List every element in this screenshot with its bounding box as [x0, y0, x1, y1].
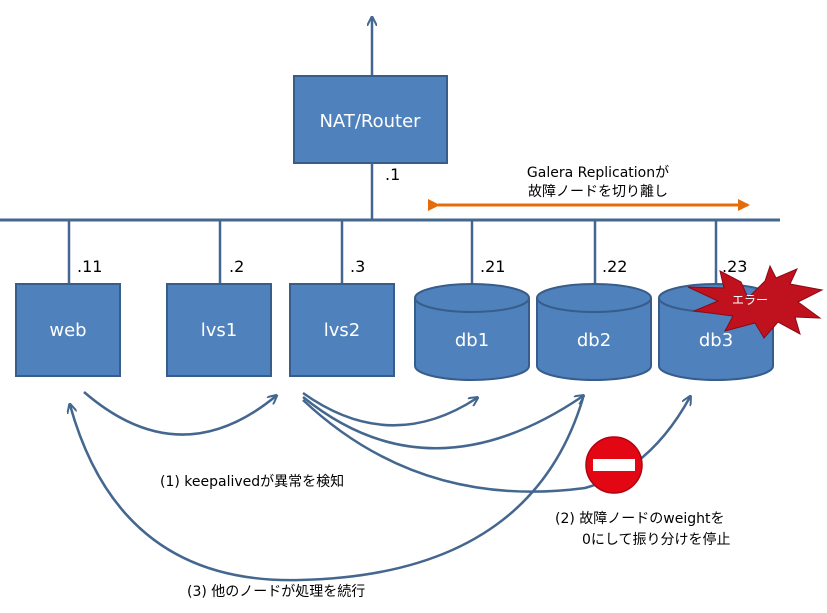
db3-address: .23 — [722, 257, 747, 276]
web-server: web — [15, 283, 121, 377]
web-label: web — [49, 320, 86, 341]
router: NAT/Router — [293, 75, 448, 164]
db2-database: db2 — [536, 283, 652, 381]
lvs1-address: .2 — [229, 257, 244, 276]
continue-processing-arrow — [70, 397, 585, 582]
lvs2-address: .3 — [350, 257, 365, 276]
route-arrow-lvs2-db2 — [302, 396, 583, 450]
db1-label: db1 — [455, 330, 489, 351]
step2-note-line2: 0にして振り分けを停止 — [582, 531, 731, 548]
router-label: NAT/Router — [319, 111, 421, 132]
db1-database: db1 — [414, 283, 530, 381]
galera-note-line1: Galera Replicationが — [527, 165, 669, 181]
lvs2-label: lvs2 — [324, 320, 360, 341]
lvs1-server: lvs1 — [166, 283, 272, 377]
router-address: .1 — [385, 165, 400, 184]
health-check-arrow-web-lvs1 — [83, 391, 276, 436]
error-burst: エラー — [687, 264, 824, 339]
stop-sign-icon — [585, 436, 643, 494]
step2-note-line1: (2) 故障ノードのweightを — [555, 511, 724, 527]
galera-note-line2: 故障ノードを切り離し — [528, 183, 668, 200]
error-label: エラー — [732, 293, 768, 307]
db2-label: db2 — [577, 330, 611, 351]
db3-label: db3 — [699, 330, 733, 351]
step1-note: (1) keepalivedが異常を検知 — [160, 473, 344, 490]
step3-note: (3) 他のノードが処理を続行 — [187, 583, 365, 600]
error-burst-icon — [687, 264, 824, 339]
route-arrow-lvs2-db3 — [302, 397, 690, 493]
web-address: .11 — [77, 257, 102, 276]
lvs1-label: lvs1 — [201, 320, 237, 341]
db1-address: .21 — [480, 257, 505, 276]
route-arrow-lvs2-db1 — [302, 391, 477, 427]
db2-address: .22 — [602, 257, 627, 276]
lvs2-server: lvs2 — [289, 283, 395, 377]
